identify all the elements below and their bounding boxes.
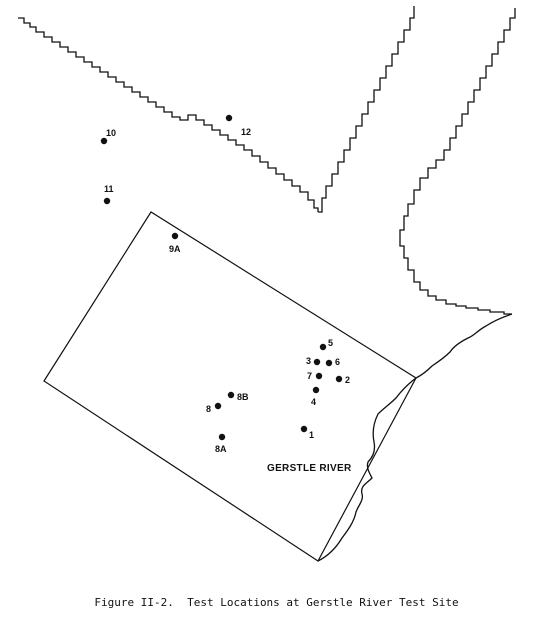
site-label-9a: 9A <box>169 244 181 254</box>
site-label-5: 5 <box>328 338 333 348</box>
site-label-2: 2 <box>345 375 350 385</box>
site-label-8a: 8A <box>215 444 227 454</box>
site-marker-8 <box>214 402 222 410</box>
site-label-3: 3 <box>306 356 311 366</box>
site-marker-2 <box>335 375 343 383</box>
test-locations: 10 12 11 9A 5 3 6 7 2 4 8B 8 8A 1 <box>100 114 350 454</box>
river-bank <box>317 313 513 562</box>
site-marker-6 <box>325 359 333 367</box>
site-marker-7 <box>315 372 323 380</box>
site-marker-11 <box>103 197 111 205</box>
site-marker-8b <box>227 391 235 399</box>
site-marker-4 <box>312 386 320 394</box>
terrain-contour-left <box>18 17 319 212</box>
terrain-contour-right <box>399 8 516 315</box>
site-marker-12 <box>225 114 233 122</box>
site-marker-5 <box>319 343 327 351</box>
river-label: GERSTLE RIVER <box>267 463 352 474</box>
site-label-11: 11 <box>104 184 114 194</box>
site-marker-8a <box>218 433 226 441</box>
site-label-4: 4 <box>311 397 316 407</box>
test-area-boundary <box>43 211 417 562</box>
site-marker-9a <box>171 232 179 240</box>
site-label-12: 12 <box>241 127 251 137</box>
site-marker-1 <box>300 425 308 433</box>
site-label-6: 6 <box>335 357 340 367</box>
site-marker-3 <box>313 358 321 366</box>
site-label-8: 8 <box>206 404 211 414</box>
site-label-7: 7 <box>307 371 312 381</box>
site-label-10: 10 <box>106 128 116 138</box>
figure-caption: Figure II-2. Test Locations at Gerstle R… <box>94 596 459 609</box>
site-marker-10 <box>100 137 108 145</box>
site-label-1: 1 <box>309 430 314 440</box>
site-label-8b: 8B <box>237 392 249 402</box>
terrain-contour-middle <box>318 6 415 213</box>
